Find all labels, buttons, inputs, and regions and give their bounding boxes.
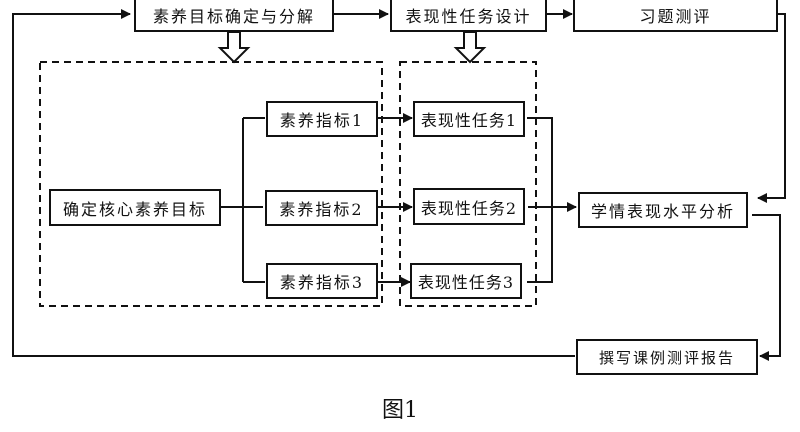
indicator-box-2: 素养指标2	[265, 190, 378, 226]
feedback-loop-line	[12, 9, 575, 357]
task-box-1: 表现性任务1	[413, 101, 525, 137]
analysis-box: 学情表现水平分析	[578, 192, 748, 228]
indicator-group-frame	[39, 61, 383, 307]
arrow-exercise-to-analysis	[757, 13, 786, 203]
exercise-eval-box: 习题测评	[573, 0, 778, 32]
task1-to-merge	[527, 117, 553, 283]
task-design-box: 表现性任务设计	[390, 0, 547, 32]
task-box-3: 表现性任务3	[410, 263, 522, 299]
hollow-down-arrow-1	[217, 31, 251, 64]
hollow-down-arrow-2	[453, 31, 487, 64]
decompose-box: 素养目标确定与分解	[134, 0, 334, 32]
indicator-box-3: 素养指标3	[266, 263, 378, 299]
report-box: 撰写课例测评报告	[576, 339, 758, 375]
arrow-analysis-to-report	[752, 214, 781, 361]
core-goal-box: 确定核心素养目标	[49, 189, 221, 226]
indicator-box-1: 素养指标1	[266, 101, 378, 137]
task-group-frame	[399, 61, 537, 307]
task-box-2: 表现性任务2	[413, 188, 525, 225]
figure-caption: 图1	[382, 398, 418, 423]
